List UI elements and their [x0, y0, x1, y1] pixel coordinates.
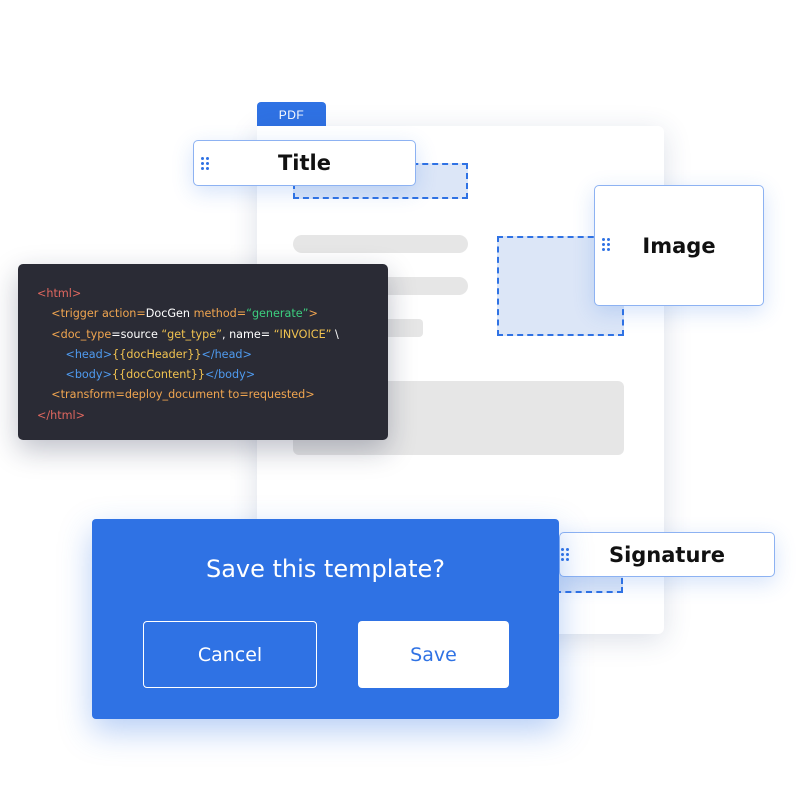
image-field-label: Image: [642, 233, 716, 258]
code-token: DocGen: [145, 307, 194, 321]
code-line: <transform=deploy_document to=requested>: [37, 385, 388, 405]
code-token: </head>: [201, 347, 252, 361]
text-line-placeholder: [383, 319, 423, 337]
code-token: </body>: [204, 368, 256, 382]
pdf-tab-label: PDF: [278, 108, 305, 122]
dialog-title: Save this template?: [205, 555, 446, 583]
code-token: >: [308, 307, 318, 321]
signature-field-label: Signature: [608, 542, 726, 567]
code-line: </html>: [37, 406, 388, 426]
code-token: <body>: [65, 368, 112, 382]
code-token: >: [305, 388, 315, 402]
code-token: action=: [101, 307, 146, 321]
code-token: <doc_type: [51, 327, 112, 341]
cancel-button[interactable]: Cancel: [143, 621, 317, 688]
pdf-tab[interactable]: PDF: [257, 102, 326, 128]
code-token: =deploy_document to=requested: [115, 388, 306, 402]
code-token: method=: [193, 307, 247, 321]
drag-handle-icon[interactable]: [201, 157, 209, 170]
drag-handle-icon[interactable]: [602, 238, 610, 251]
code-token: {{docHeader}}: [112, 347, 202, 361]
save-template-dialog: Save this template? Cancel Save: [92, 519, 559, 719]
code-line: <html>: [37, 284, 388, 304]
code-token: , name=: [221, 327, 274, 341]
code-token: <head>: [65, 347, 113, 361]
signature-field-card[interactable]: Signature: [559, 532, 775, 577]
code-token: \: [331, 327, 339, 341]
code-line: <doc_type=source “get_type”, name= “INVO…: [37, 325, 388, 345]
save-button[interactable]: Save: [358, 621, 509, 688]
code-line: <trigger action=DocGen method=“generate”…: [37, 304, 388, 324]
title-field-label: Title: [277, 151, 331, 175]
code-token: <trigger: [51, 307, 102, 321]
image-field-card[interactable]: Image: [594, 185, 764, 306]
code-token: </html>: [37, 408, 86, 422]
drag-handle-icon[interactable]: [561, 548, 569, 561]
title-field-card[interactable]: Title: [193, 140, 416, 186]
code-panel: <html> <trigger action=DocGen method=“ge…: [18, 264, 388, 440]
code-token: =source: [111, 327, 162, 341]
code-token: “get_type”: [161, 327, 222, 341]
code-line: <head>{{docHeader}}</head>: [37, 345, 388, 365]
code-token: <html>: [37, 287, 82, 300]
code-token: {{docContent}}: [111, 368, 205, 382]
code-line: <body>{{docContent}}</body>: [37, 365, 388, 385]
text-line-placeholder: [293, 235, 468, 253]
code-token: “INVOICE”: [273, 327, 332, 341]
code-token: “generate”: [246, 307, 309, 321]
code-token: <transform: [51, 388, 116, 402]
